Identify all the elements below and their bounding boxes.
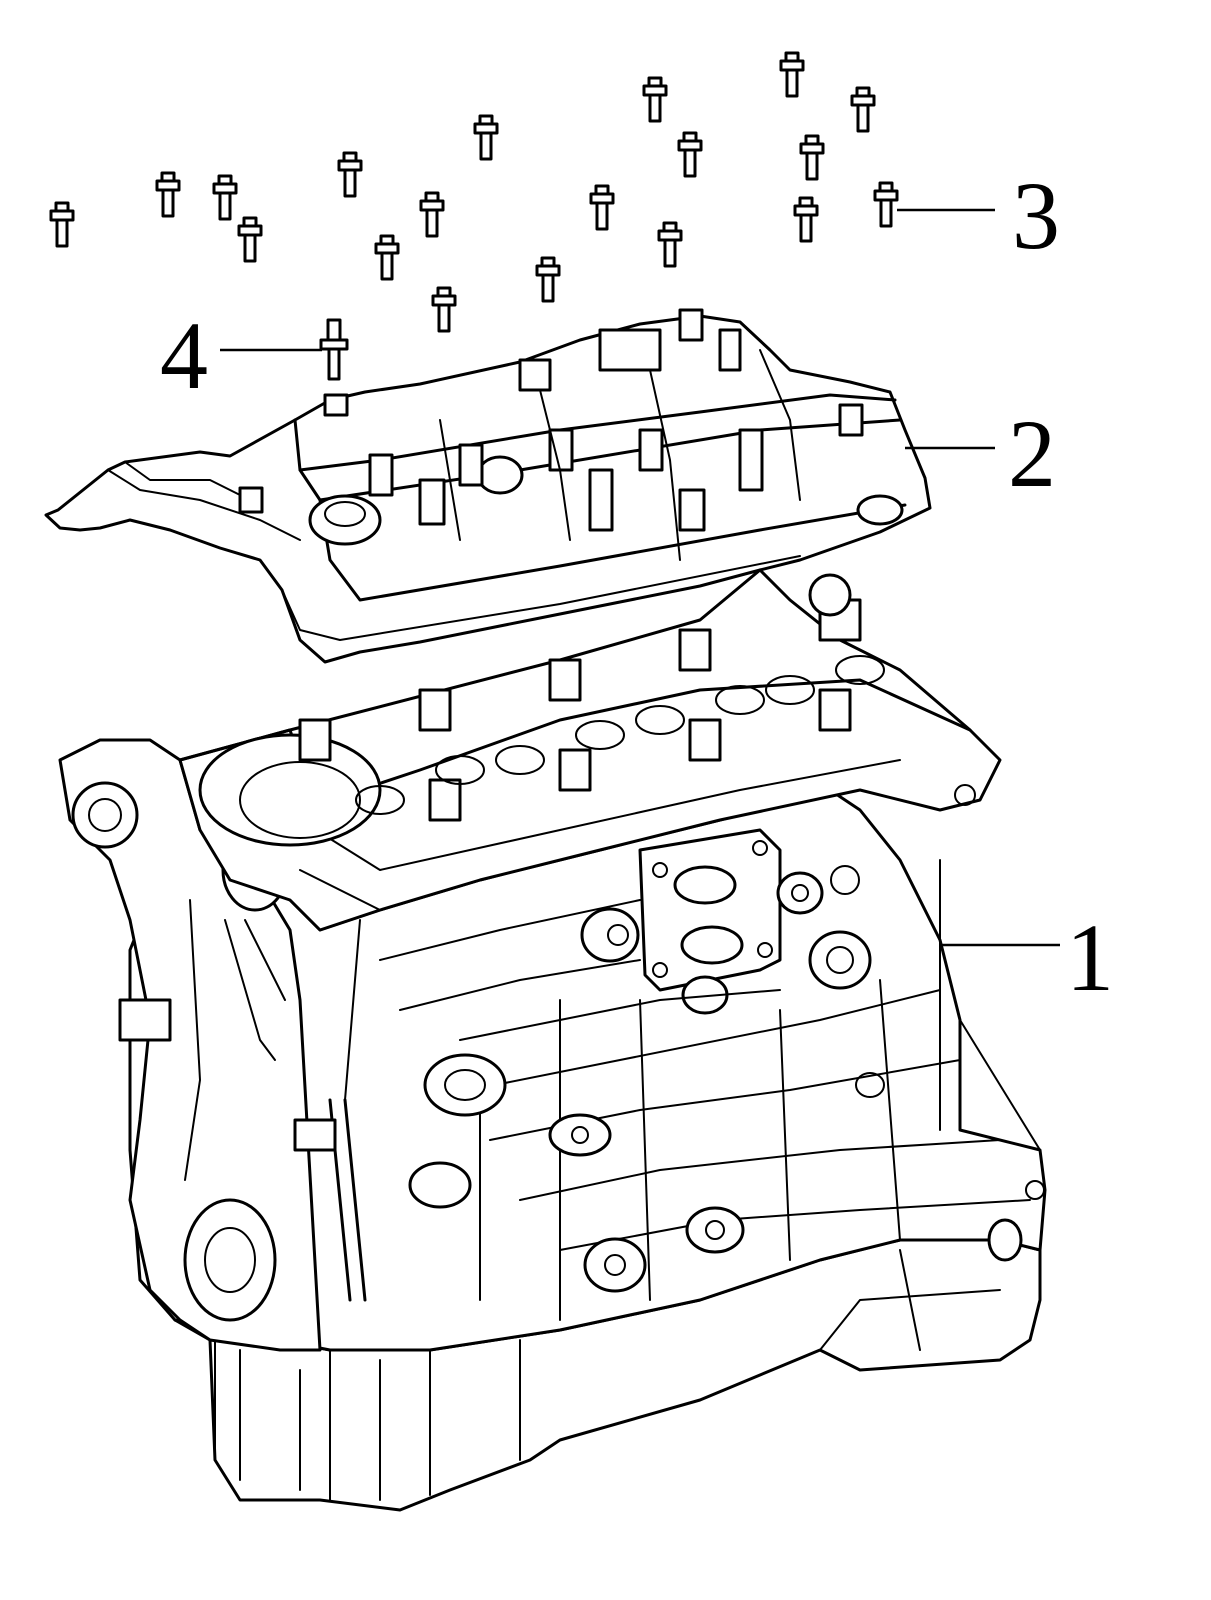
cover-bolt [155, 171, 181, 218]
cover-bolt [473, 114, 499, 161]
cylinder-head-cover [44, 308, 932, 664]
callout-label-3: 3 [1012, 162, 1060, 269]
cover-bolt [799, 134, 825, 181]
callout-label-2: 2 [1008, 400, 1056, 507]
cover-bolt [657, 221, 683, 268]
stud-bolt [319, 318, 349, 381]
cover-bolts-group [49, 51, 899, 333]
engine-assembly [58, 568, 1047, 1512]
cover-bolt [850, 86, 876, 133]
cover-bolt [337, 151, 363, 198]
cover-bolt [49, 201, 75, 248]
cover-bolt [212, 174, 238, 221]
cover-bolt [779, 51, 805, 98]
cover-bolt [237, 216, 263, 263]
cover-bolt [642, 76, 668, 123]
cover-bolt [589, 184, 615, 231]
cover-bolt [677, 131, 703, 178]
cover-bolt [374, 234, 400, 281]
cover-bolt [419, 191, 445, 238]
leader-lines [220, 208, 1060, 947]
cover-bolt [431, 286, 457, 333]
cover-bolt [535, 256, 561, 303]
callout-label-4: 4 [160, 302, 208, 409]
cover-bolt [793, 196, 819, 243]
callout-label-1: 1 [1066, 904, 1114, 1011]
cover-bolt [873, 181, 899, 228]
